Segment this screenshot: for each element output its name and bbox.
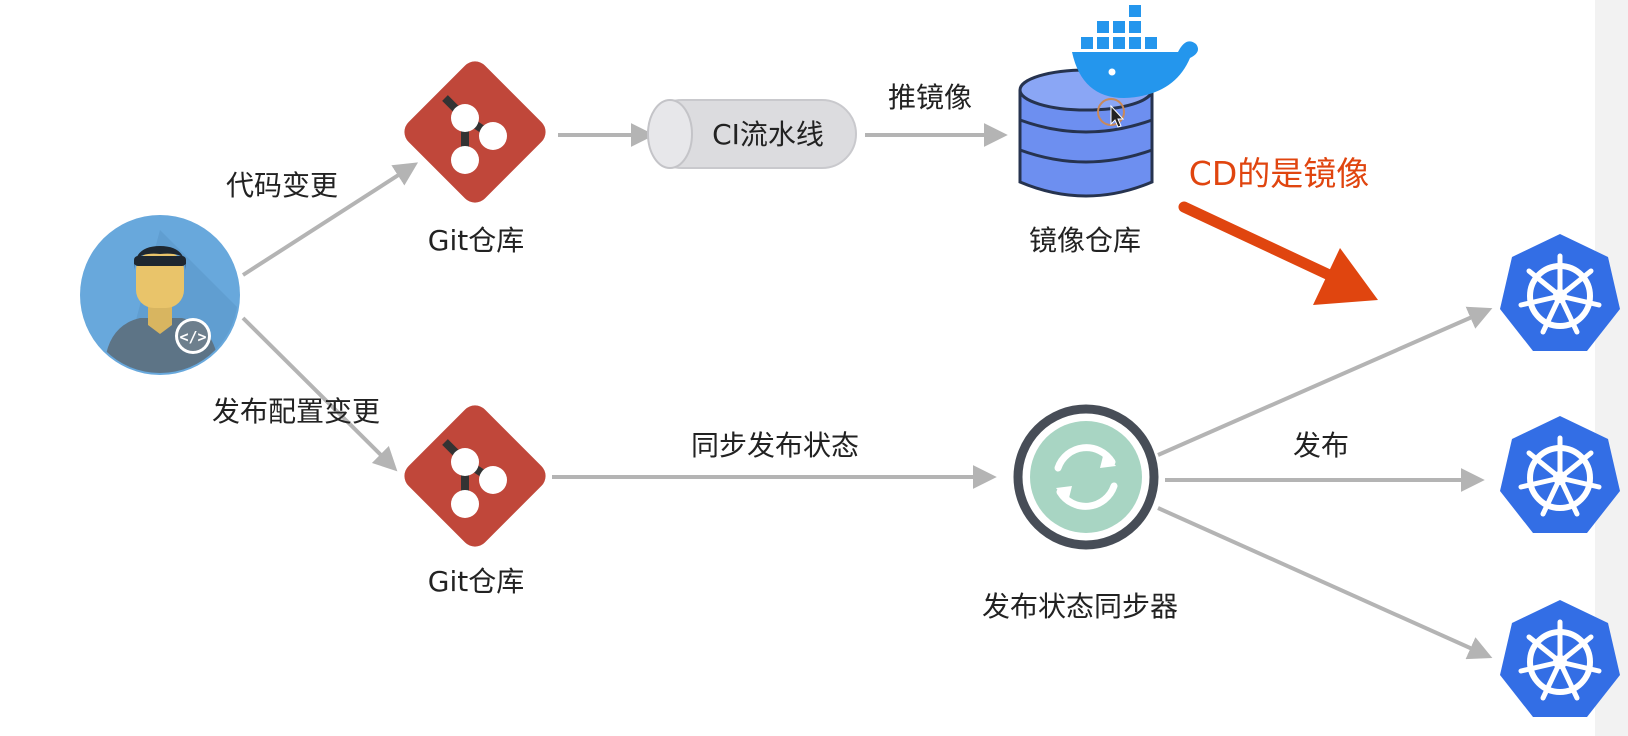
docker-whale-icon bbox=[1072, 3, 1198, 98]
developer-avatar-icon: </> bbox=[80, 215, 240, 375]
annotation-arrow bbox=[1178, 201, 1378, 305]
arrow-syncer-to-cluster-1 bbox=[1157, 306, 1493, 457]
label-git-repo-1: Git仓库 bbox=[427, 224, 525, 257]
arrow-dev-to-git-1 bbox=[241, 162, 419, 277]
scroll-strip bbox=[1595, 0, 1628, 736]
label-image-registry: 镜像仓库 bbox=[1028, 224, 1142, 257]
label-ci-pipeline: CI流水线 bbox=[712, 118, 824, 151]
git-logo-icon bbox=[404, 61, 546, 203]
kubernetes-helm-icon bbox=[1500, 416, 1620, 533]
code-tag-icon: </> bbox=[175, 318, 211, 354]
label-release-config-change: 发布配置变更 bbox=[211, 395, 381, 428]
mouse-cursor-icon bbox=[1097, 98, 1125, 128]
label-release-state-syncer: 发布状态同步器 bbox=[981, 590, 1179, 623]
label-git-repo-2: Git仓库 bbox=[427, 565, 525, 598]
kubernetes-helm-icon bbox=[1500, 600, 1620, 717]
arrow-dev-to-git-2 bbox=[241, 316, 398, 472]
label-release: 发布 bbox=[1292, 429, 1350, 462]
annotation-cd-image: CD的是镜像 bbox=[1188, 154, 1370, 193]
label-code-change: 代码变更 bbox=[225, 169, 339, 202]
sync-arrows-icon bbox=[1013, 404, 1159, 550]
ci-pipeline-shape bbox=[647, 99, 857, 169]
kubernetes-helm-icon bbox=[1500, 234, 1620, 351]
label-push-image: 推镜像 bbox=[887, 81, 973, 114]
label-sync-release-state: 同步发布状态 bbox=[690, 429, 860, 462]
arrow-syncer-to-cluster-3 bbox=[1157, 506, 1493, 660]
svg-text:</>: </> bbox=[179, 328, 206, 346]
git-logo-icon bbox=[404, 405, 546, 547]
